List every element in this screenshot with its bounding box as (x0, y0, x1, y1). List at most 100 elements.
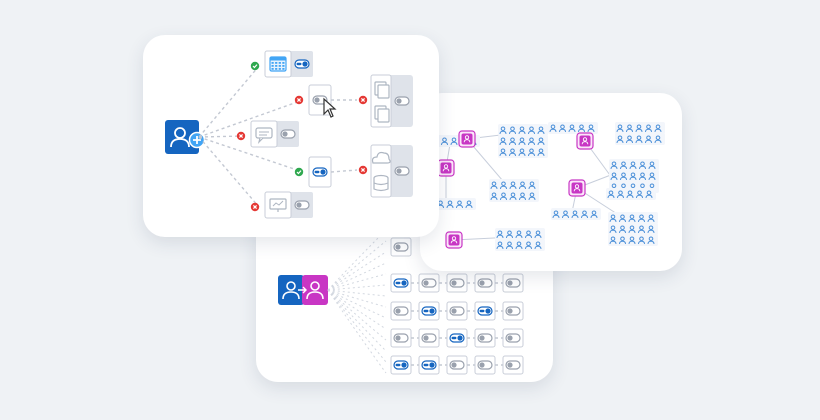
toggle-switch[interactable] (294, 59, 310, 69)
permission-cell[interactable] (446, 328, 468, 348)
person-icon (609, 214, 617, 223)
permission-cell[interactable] (502, 273, 524, 293)
toggle-fill (423, 363, 429, 367)
permission-cell[interactable] (474, 273, 496, 293)
person-icon (518, 148, 526, 157)
app-tile[interactable] (264, 191, 313, 219)
hub-node[interactable] (576, 132, 594, 150)
toggle-switch[interactable] (505, 333, 521, 343)
permission-cell[interactable] (390, 328, 412, 348)
permission-cell[interactable] (502, 301, 524, 321)
toggle-switch[interactable] (280, 129, 296, 139)
hub-node[interactable] (458, 130, 476, 148)
permission-cell[interactable] (502, 328, 524, 348)
permission-cell[interactable] (446, 355, 468, 375)
connector-line (330, 169, 358, 173)
person-icon (628, 236, 636, 245)
permission-cell[interactable] (390, 355, 412, 375)
toggle-fill (423, 309, 429, 313)
toggle-switch[interactable] (421, 278, 437, 288)
connector-line (327, 289, 387, 297)
hub-node[interactable] (437, 159, 455, 177)
toggle-fill (451, 336, 457, 340)
person-icon (456, 200, 463, 209)
person-icon (446, 200, 454, 209)
person-icon (647, 214, 655, 223)
toggle-switch[interactable] (421, 333, 437, 343)
permission-cell[interactable] (390, 273, 412, 293)
person-icon (509, 126, 516, 135)
person-icon (496, 241, 504, 250)
permission-cell[interactable] (446, 301, 468, 321)
toggle-knob (451, 308, 457, 314)
person-icon (607, 190, 615, 199)
toggle-switch[interactable] (449, 278, 465, 288)
permission-cell[interactable] (418, 328, 440, 348)
toggle-switch[interactable] (477, 333, 493, 343)
permission-cell[interactable] (418, 301, 440, 321)
x-icon (250, 202, 260, 212)
toggle-switch[interactable] (505, 360, 521, 370)
toggle-switch[interactable] (393, 278, 409, 288)
person-icon (509, 192, 517, 201)
person-icon (509, 148, 516, 157)
permission-cell[interactable] (418, 273, 440, 293)
toggle-switch[interactable] (394, 166, 410, 176)
connector-line (327, 240, 387, 291)
person-icon (635, 124, 643, 133)
x-icon (294, 95, 304, 105)
user-transfer-icon[interactable] (278, 275, 328, 305)
app-tile[interactable] (308, 156, 332, 188)
toggle-knob (396, 168, 402, 174)
permission-cell[interactable] (446, 273, 468, 293)
toggle-knob (479, 335, 485, 341)
person-icon (441, 137, 448, 146)
person-icon (506, 230, 513, 239)
permission-cell[interactable] (474, 328, 496, 348)
person-icon (616, 124, 624, 133)
people-group-icon (548, 122, 598, 134)
toggle-switch[interactable] (393, 242, 409, 252)
toggle-switch[interactable] (312, 167, 328, 177)
toggle-switch[interactable] (477, 278, 493, 288)
person-icon (519, 192, 526, 201)
toggle-switch[interactable] (449, 360, 465, 370)
toggle-switch[interactable] (449, 306, 465, 316)
toggle-switch[interactable] (393, 360, 409, 370)
toggle-switch[interactable] (393, 333, 409, 343)
toggle-knob (507, 335, 513, 341)
permission-cell[interactable] (390, 301, 412, 321)
toggle-switch[interactable] (294, 200, 310, 210)
permission-cell[interactable] (474, 355, 496, 375)
connector-line (327, 289, 387, 308)
app-tile[interactable] (264, 50, 313, 78)
person-icon (629, 161, 637, 170)
person-icon (499, 137, 507, 146)
permission-cell[interactable] (390, 237, 412, 257)
toggle-switch[interactable] (421, 306, 437, 316)
cursor-icon (323, 97, 337, 118)
hub-node[interactable] (568, 179, 586, 197)
hub-node[interactable] (445, 231, 463, 249)
permission-cell[interactable] (502, 355, 524, 375)
toggle-switch[interactable] (393, 306, 409, 316)
person-icon (647, 236, 655, 245)
toggle-knob (451, 362, 457, 368)
permission-cell[interactable] (474, 301, 496, 321)
toggle-switch[interactable] (421, 360, 437, 370)
toggle-switch[interactable] (477, 360, 493, 370)
toggle-switch[interactable] (505, 306, 521, 316)
permission-cell[interactable] (418, 355, 440, 375)
person-icon (645, 124, 652, 133)
toggle-switch[interactable] (505, 278, 521, 288)
app-stack-tile[interactable] (370, 144, 413, 198)
person-icon (636, 190, 643, 199)
app-tile[interactable] (250, 120, 299, 148)
files-icon (374, 81, 390, 99)
app-stack-tile[interactable] (370, 74, 413, 128)
toggle-switch[interactable] (477, 306, 493, 316)
toggle-switch[interactable] (449, 333, 465, 343)
person-icon (499, 148, 507, 157)
user-plus-icon[interactable] (165, 120, 206, 154)
toggle-switch[interactable] (394, 96, 410, 106)
